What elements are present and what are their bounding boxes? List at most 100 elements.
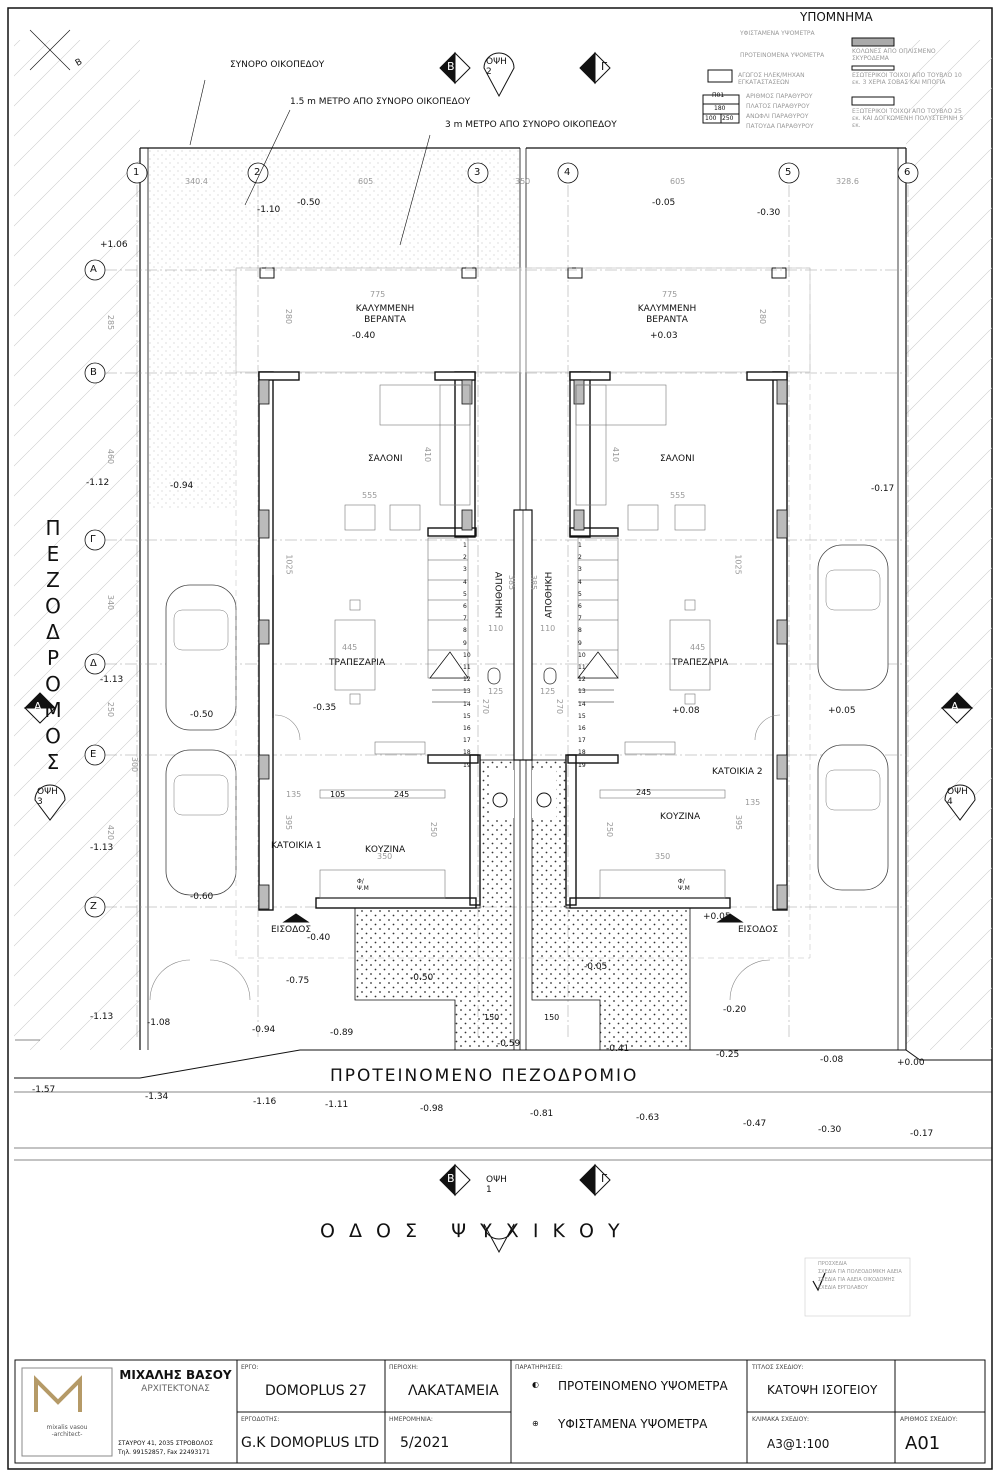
level-s157: -1.57 (32, 1085, 56, 1095)
room-trap-right: ΤΡΑΠΕΖΑΡΙΑ (672, 658, 729, 668)
stair-step-number: 19 (578, 761, 586, 769)
dim-row-3: 340 (106, 594, 116, 611)
level-s116: -1.16 (253, 1097, 277, 1107)
project-label: ΕΡΓΟ: (241, 1364, 259, 1371)
label-katoikia-2: ΚΑΤΟΙΚΙΑ 2 (712, 767, 763, 777)
level-ent-l: -0.40 (307, 933, 331, 943)
stair-step-number: 7 (463, 615, 467, 623)
level-veranda-l: -0.40 (352, 331, 376, 341)
note-existing-icon: ⊕ (532, 1419, 539, 1428)
stair-step-number: 10 (463, 651, 471, 659)
dim-row-1: 285 (106, 314, 116, 331)
grid-col-2: 2 (254, 167, 261, 178)
drawing-title: ΚΑΤΟΨΗ ΙΣΟΓΕΙΟΥ (767, 1383, 878, 1397)
client-label: ΕΡΓΟΔΟΤΗΣ: (241, 1416, 280, 1423)
note-proposed: ΠΡΟΤΕΙΝΟΜΕΝΟ ΥΨΟΜΕΤΡΑ (558, 1379, 728, 1393)
legend-note-4: ΠΑΤΟΥΔΑ ΠΑΡΑΘΥΡΟΥ (746, 123, 814, 130)
stair-step-number: 12 (463, 676, 471, 684)
stair-step-number: 8 (578, 627, 582, 635)
level-tr2: -0.30 (757, 208, 781, 218)
level-c041: -0.41 (606, 1044, 630, 1054)
dim-kouz-250-r: 250 (605, 821, 615, 838)
legend-duct: ΑΓΩΓΟΣ ΗΛΕΚ/ΜΗΧΑΝ ΕΓΚΑΤΑΣΤΑΣΕΩΝ (738, 72, 805, 86)
level-r000: +0.00 (897, 1058, 925, 1068)
dim-top-2: 605 (358, 177, 374, 186)
dim-veranda-r: 775 (662, 290, 678, 299)
room-kouzina-right: ΚΟΥΖΙΝΑ (660, 812, 701, 822)
level-s111: -1.11 (325, 1100, 349, 1110)
right-hatch (906, 40, 992, 1050)
level-s134: -1.34 (145, 1092, 169, 1102)
garden-area (140, 148, 520, 508)
grid-col-6: 6 (904, 167, 911, 178)
stair-step-number: 1 (578, 542, 582, 549)
grid-row-b: Β (90, 367, 97, 378)
stair-step-number: 3 (463, 566, 467, 574)
dim-apoth-125-r: 125 (540, 687, 556, 696)
stair-step-number: 17 (578, 737, 586, 745)
proposed-sidewalk-label: ΠΡΟΤΕΙΝΟΜΕΝΟ ΠΕΖΟΔΡΟΜΙΟ (330, 1066, 639, 1086)
dim-trap-l: 445 (342, 643, 358, 652)
stair-step-number: 5 (578, 590, 582, 598)
dim-top-5: 328.6 (836, 177, 859, 186)
dim-apoth-110-r: 110 (540, 624, 556, 633)
stair-step-number: 18 (463, 749, 471, 757)
legend-proposed: ΠΡΟΤΕΙΝΟΜΕΝΑ ΥΨΟΜΕΤΡΑ (740, 52, 825, 59)
level-c005: -0.05 (584, 962, 608, 972)
scale-value: Α3@1:100 (767, 1437, 830, 1451)
level-l094b: -0.94 (252, 1025, 276, 1035)
legend-symbols (702, 37, 895, 124)
room-apothiki-left: ΑΠΟΘΗΚΗ (492, 571, 503, 619)
kitchen-tag-left: Φ/Ψ.Μ (357, 878, 369, 892)
dim-apoth-110-l: 110 (488, 624, 504, 633)
stair-step-number: 4 (578, 578, 582, 586)
stair-step-number: 13 (578, 688, 586, 696)
stair-step-number: 4 (463, 578, 467, 586)
architect-profession: ΑΡΧΙΤΕΚΤΟΝΑΣ (141, 1384, 210, 1394)
dim-kouz-105: 105 (330, 790, 346, 799)
dim-row-2: 460 (106, 448, 116, 465)
stair-step-number: 3 (578, 566, 582, 574)
grid-col-3: 3 (474, 167, 481, 178)
furniture (319, 384, 726, 899)
level-s098: -0.98 (420, 1104, 444, 1114)
level-l112: -1.12 (86, 478, 110, 488)
section-b-top: Β (447, 60, 455, 73)
stair-step-number: 6 (578, 603, 582, 611)
stair-step-number: 13 (463, 688, 471, 696)
grid-row-e: Ε (90, 749, 97, 760)
section-a-right: Α (951, 700, 959, 713)
dim-apoth-385-r: 385 (529, 574, 539, 591)
section-a-left: Α (34, 700, 42, 713)
paving-left (354, 759, 515, 1051)
room-saloni-right: ΣΑΛΟΝΙ (660, 454, 695, 464)
title-block (14, 1359, 986, 1464)
dim-top-4: 605 (670, 177, 686, 186)
level-tl2: -0.50 (297, 198, 321, 208)
stair-step-number: 16 (463, 725, 471, 733)
section-g-bottom: Γ (601, 1172, 608, 1185)
dim-trap-r: 445 (690, 643, 706, 652)
section-b-bottom: Β (447, 1172, 455, 1185)
level-s017: -0.17 (910, 1129, 934, 1139)
room-saloni-left: ΣΑΛΟΝΙ (368, 454, 403, 464)
dim-saloni-w-r: 555 (670, 491, 686, 500)
legend-concrete: ΚΟΛΩΝΕΣ ΑΠΟ ΟΠΛΙΣΜΕΝΟ ΣΚΥΡΟΔΕΜΑ (852, 48, 936, 62)
architect-logo (34, 1375, 82, 1412)
label-eisodos-left: ΕΙΣΟΔΟΣ (271, 925, 312, 935)
level-c059: -0.59 (497, 1039, 521, 1049)
dim-kouz-395-l: 395 (284, 814, 294, 831)
level-r025: -0.25 (716, 1050, 740, 1060)
dim-row-6: 420 (106, 824, 116, 841)
grid-row-z: Ζ (90, 901, 97, 912)
stair-step-number: 19 (463, 761, 471, 769)
level-r005: +0.05 (828, 706, 856, 716)
dim-height-l: 1025 (284, 554, 294, 575)
date-value: 5/2021 (400, 1435, 450, 1451)
level-veranda-r: +0.03 (650, 331, 678, 341)
grid-col-4: 4 (564, 167, 571, 178)
level-c050: -0.50 (410, 973, 434, 983)
